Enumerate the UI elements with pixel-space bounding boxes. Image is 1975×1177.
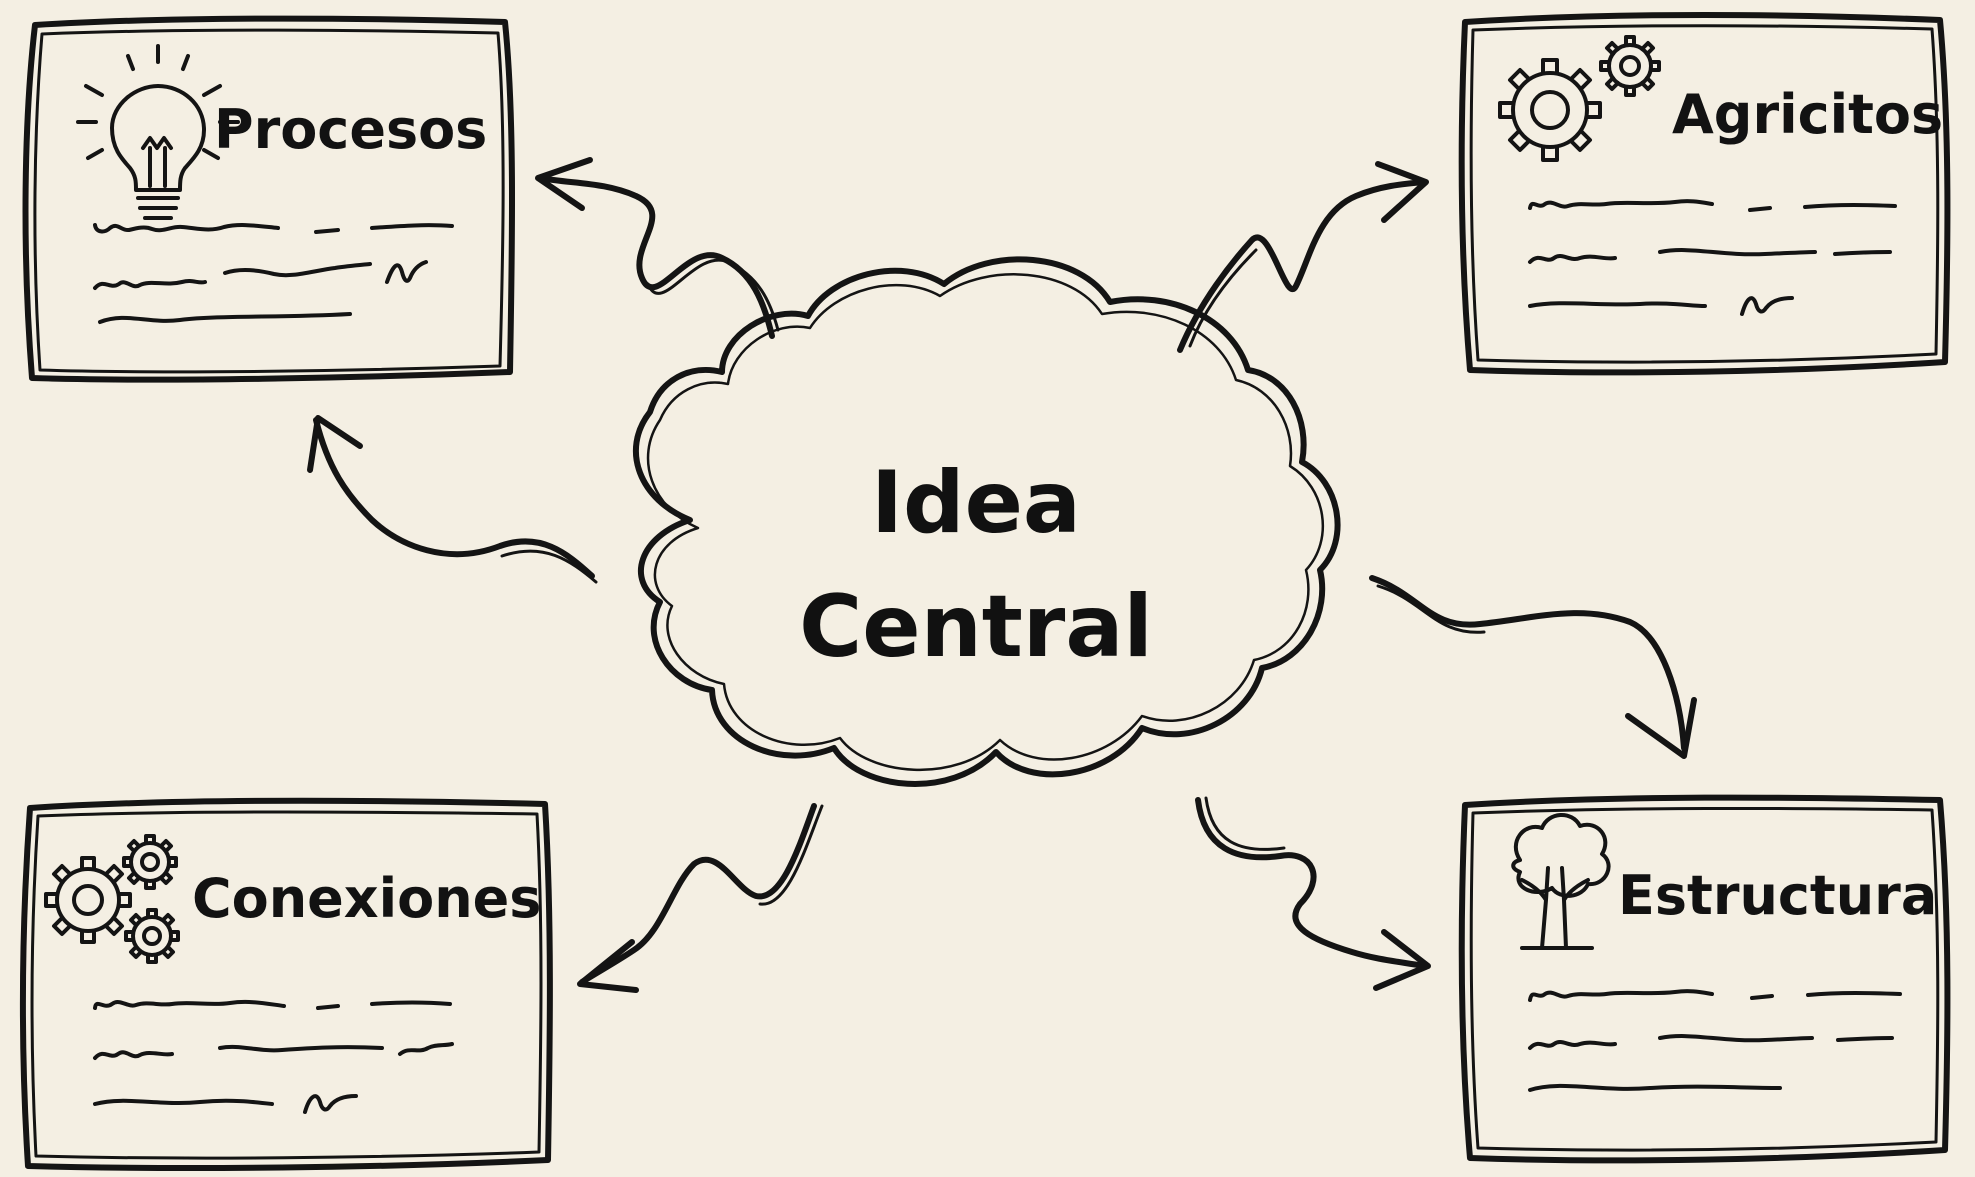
arrowhead — [535, 157, 593, 211]
card-agricitos-title: Agricitos — [1672, 83, 1943, 146]
card-procesos-scribbles — [93, 223, 454, 324]
card-agricitos-scribbles — [1528, 199, 1897, 316]
card-conexiones-title: Conexiones — [192, 867, 541, 930]
gears-icon — [1498, 35, 1661, 162]
card-conexiones-frame — [19, 797, 553, 1171]
gears-icon — [44, 834, 180, 964]
arrowhead — [1375, 161, 1429, 223]
arrow-to-agricitos — [1177, 161, 1429, 353]
arrow-to-estructura-lower — [1195, 796, 1431, 991]
central-idea-line2: Central — [799, 577, 1153, 677]
central-idea-line1: Idea — [871, 453, 1081, 553]
card-estructura-frame — [1458, 794, 1951, 1164]
card-conexiones-scribbles — [93, 999, 454, 1114]
lightbulb-icon — [76, 44, 240, 220]
central-idea-cloud: Idea Central — [632, 256, 1341, 787]
card-agricitos-frame-shadow — [1469, 24, 1940, 364]
card-procesos-frame-shadow — [33, 28, 505, 374]
cloud-outline — [632, 256, 1341, 787]
card-procesos-frame — [22, 15, 516, 383]
card-estructura-scribbles — [1528, 989, 1902, 1092]
card-agricitos: Agricitos — [1458, 12, 1951, 376]
arrow-to-conexiones — [577, 803, 824, 993]
arrow-to-procesos-upper — [535, 157, 780, 339]
arrow-to-procesos-lower — [307, 415, 598, 584]
cloud-outline-echo — [646, 273, 1325, 772]
arrowhead — [1373, 929, 1431, 991]
card-estructura: Estructura — [1458, 794, 1951, 1164]
tree-icon — [1511, 813, 1611, 950]
arrowhead — [307, 415, 363, 473]
arrow-to-estructura-upper — [1369, 575, 1697, 759]
card-conexiones-frame-shadow — [30, 810, 543, 1160]
card-agricitos-frame — [1458, 12, 1951, 376]
arrowhead — [577, 939, 639, 993]
card-conexiones: Conexiones — [19, 797, 553, 1171]
arrowhead — [1625, 697, 1697, 759]
card-procesos: Procesos — [22, 15, 516, 383]
card-procesos-title: Procesos — [214, 98, 487, 161]
card-estructura-frame-shadow — [1469, 806, 1940, 1152]
card-estructura-title: Estructura — [1618, 864, 1937, 927]
